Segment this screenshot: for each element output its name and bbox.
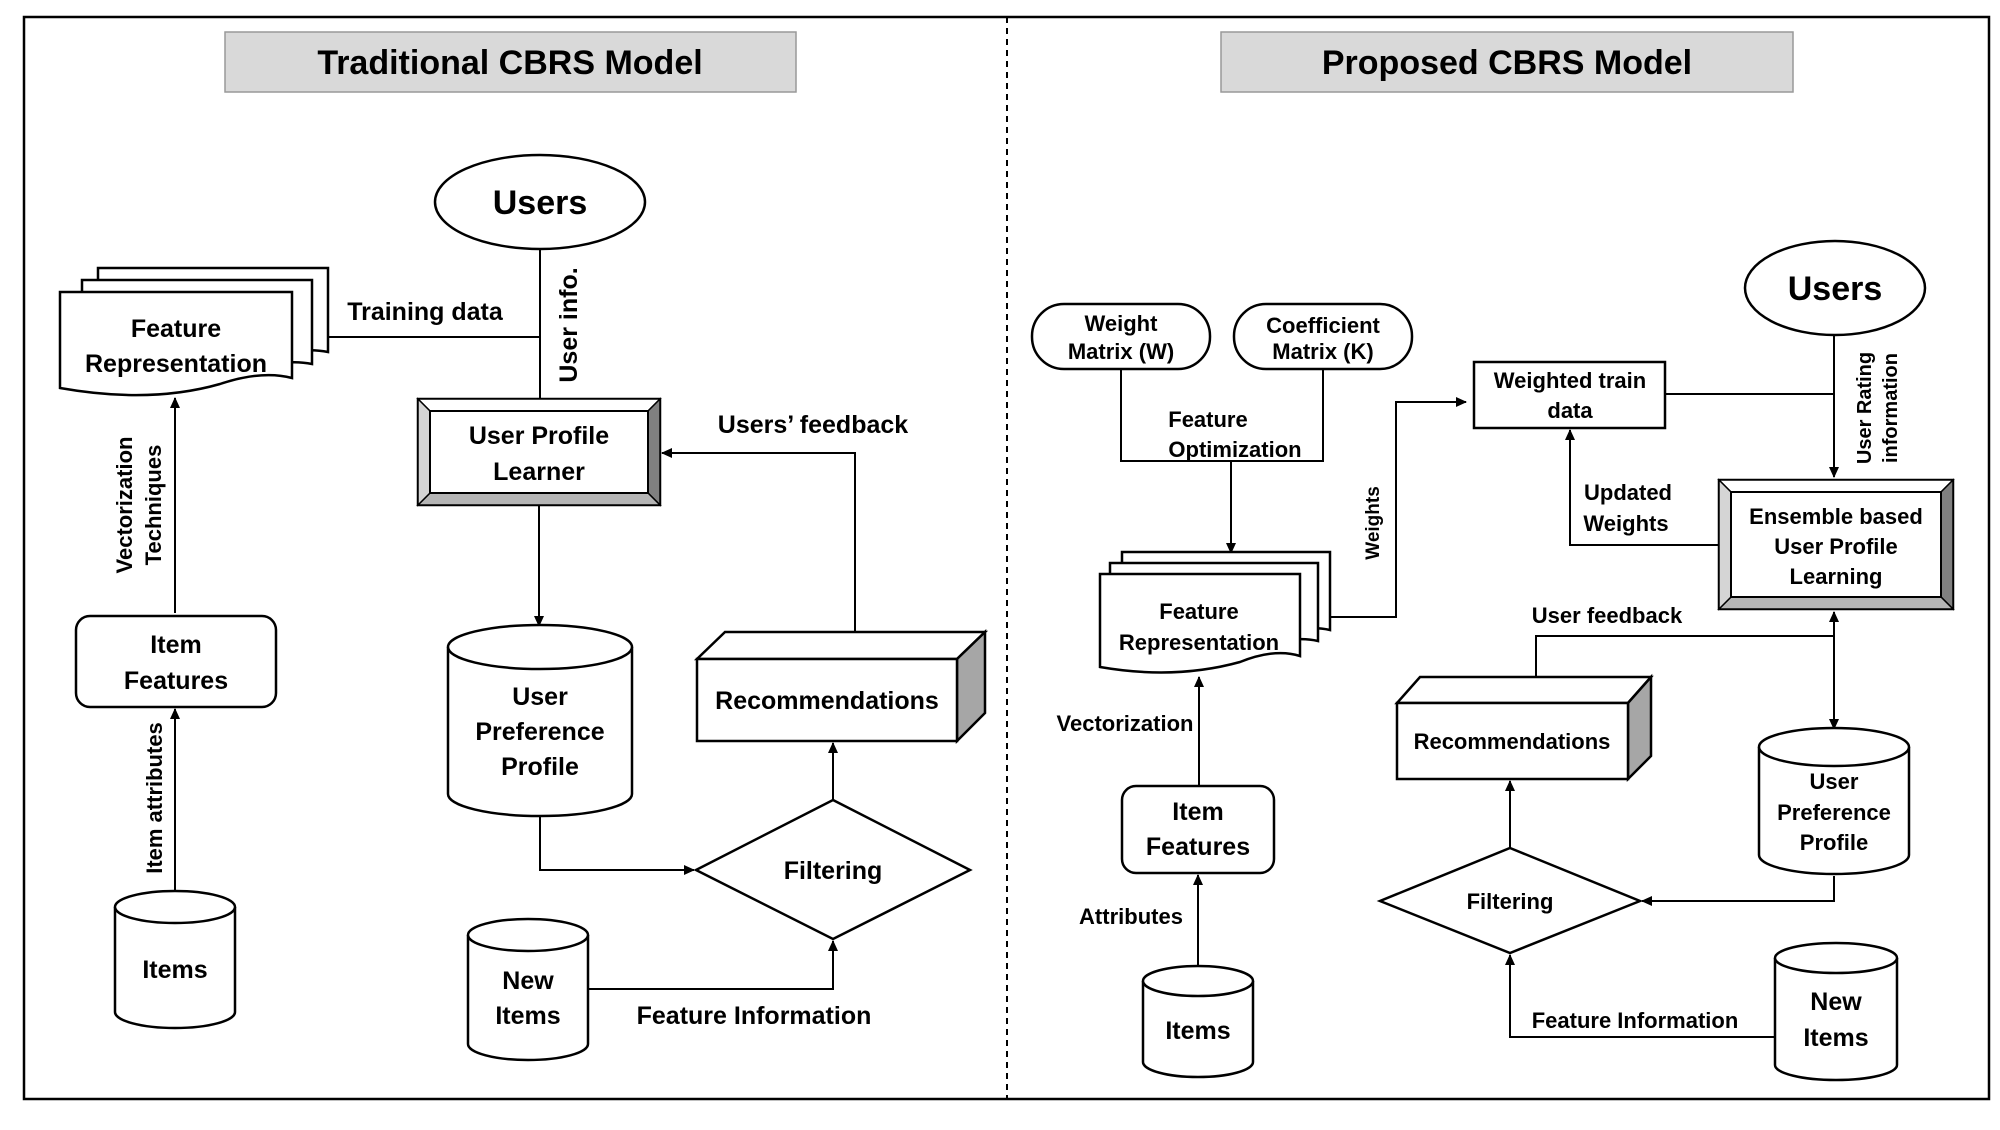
- left-upl-label-1: User Profile: [469, 422, 609, 450]
- feature-opt-label-1: Feature: [1168, 407, 1247, 432]
- ensemble-label-2: User Profile: [1774, 534, 1898, 559]
- updated-weights-arrow: [1565, 429, 1719, 546]
- right-feature-rep-node: [1098, 550, 1332, 674]
- updated-weights-label-2: Weights: [1583, 511, 1668, 536]
- left-filtering-node: [693, 798, 973, 941]
- users-feedback-arrow: [661, 448, 856, 632]
- left-user-pref-node: [446, 623, 634, 818]
- feature-opt-bracket: [1120, 369, 1324, 462]
- user-rating-label-2: information: [1880, 353, 1902, 463]
- ensemble-label-1: Ensemble based: [1749, 504, 1923, 529]
- weight-matrix-label-2: Matrix (W): [1068, 339, 1174, 364]
- right-title: Proposed CBRS Model: [1322, 44, 1692, 82]
- left-item-features-node: [74, 614, 278, 709]
- left-upl-label-2: Learner: [493, 458, 585, 486]
- right-new-items-label-2: Items: [1803, 1024, 1868, 1052]
- right-new-items-node: [1773, 941, 1899, 1082]
- weighted-train-label-2: data: [1547, 398, 1593, 423]
- weights-label: Weights: [1363, 486, 1384, 560]
- right-vectorization-label: Vectorization: [1057, 711, 1194, 736]
- left-upl-node: [416, 397, 662, 507]
- left-vectorization-label-2: Techniques: [141, 445, 166, 566]
- right-recommendations-node: [1394, 673, 1654, 783]
- right-filtering-label: Filtering: [1467, 889, 1554, 914]
- left-pref-label-1: User: [512, 683, 568, 711]
- right-feature-rep-label-1: Feature: [1159, 599, 1238, 624]
- ensemble-label-3: Learning: [1790, 564, 1883, 589]
- ensemble-upl-node: [1717, 478, 1955, 611]
- right-title-bar: [1220, 31, 1794, 93]
- weight-matrix-label-1: Weight: [1085, 311, 1159, 336]
- users-feedback-label: Users’ feedback: [718, 411, 908, 439]
- user-feedback-label: User feedback: [1532, 603, 1683, 628]
- left-vectorization-label-1: Vectorization: [112, 437, 137, 574]
- left-filtering-label: Filtering: [784, 857, 883, 885]
- right-item-features-label-2: Features: [1146, 833, 1250, 861]
- user-feedback-line: [1535, 635, 1834, 677]
- feature-opt-label-2: Optimization: [1168, 437, 1301, 462]
- left-feature-rep-label-2: Representation: [85, 350, 267, 378]
- right-item-features-label-1: Item: [1172, 798, 1223, 826]
- right-user-pref-node: [1757, 726, 1911, 876]
- left-users-label: Users: [493, 184, 588, 222]
- coef-matrix-label-1: Coefficient: [1266, 313, 1380, 338]
- updated-weights-label-1: Updated: [1584, 480, 1672, 505]
- left-item-features-label-2: Features: [124, 667, 228, 695]
- item-attributes-label: Item attributes: [142, 722, 167, 874]
- left-new-items-node: [466, 917, 590, 1062]
- right-pref-label-3: Profile: [1800, 830, 1868, 855]
- user-rating-label-1: User Rating: [1854, 352, 1876, 464]
- right-items-label: Items: [1165, 1017, 1230, 1045]
- left-feature-rep-label-1: Feature: [131, 315, 221, 343]
- user-info-label: User info.: [555, 267, 583, 382]
- left-feature-info-arrow: [588, 940, 838, 990]
- proposed-panel: Proposed CBRS Model Weight Matrix (W) Co…: [1030, 31, 1955, 1082]
- left-recommendations-label: Recommendations: [715, 687, 939, 715]
- left-new-items-label-2: Items: [495, 1002, 560, 1030]
- right-filtering-node: [1376, 846, 1644, 955]
- right-users-label: Users: [1788, 270, 1883, 308]
- right-recommendations-label: Recommendations: [1414, 729, 1611, 754]
- left-feature-rep-node: [58, 266, 330, 397]
- right-pref-label-1: User: [1810, 769, 1859, 794]
- right-feature-info-label: Feature Information: [1532, 1008, 1739, 1033]
- left-pref-to-filter-arrow: [539, 816, 695, 875]
- left-new-items-label-1: New: [502, 967, 554, 995]
- left-item-features-label-1: Item: [150, 631, 201, 659]
- right-feature-info-arrow: [1505, 954, 1775, 1038]
- left-title-bar: [224, 31, 797, 93]
- weighted-train-label-1: Weighted train: [1494, 368, 1646, 393]
- left-recommendations-node: [693, 629, 989, 745]
- left-pref-label-2: Preference: [475, 718, 604, 746]
- attributes-label: Attributes: [1079, 904, 1183, 929]
- left-title: Traditional CBRS Model: [317, 44, 702, 82]
- right-item-features-node: [1120, 784, 1276, 875]
- left-feature-info-label: Feature Information: [637, 1002, 872, 1030]
- left-pref-label-3: Profile: [501, 753, 579, 781]
- left-items-label: Items: [142, 956, 207, 984]
- traditional-panel: Traditional CBRS Model Users Feature Rep…: [58, 31, 989, 1062]
- training-data-label: Training data: [347, 298, 504, 326]
- right-feature-rep-label-2: Representation: [1119, 630, 1279, 655]
- left-items-node: [113, 889, 237, 1030]
- right-items-node: [1141, 964, 1255, 1079]
- right-pref-to-filter-arrow: [1641, 876, 1835, 906]
- weights-arrow: [1330, 397, 1467, 618]
- coef-matrix-label-2: Matrix (K): [1272, 339, 1373, 364]
- right-new-items-label-1: New: [1810, 988, 1862, 1016]
- right-pref-label-2: Preference: [1777, 800, 1891, 825]
